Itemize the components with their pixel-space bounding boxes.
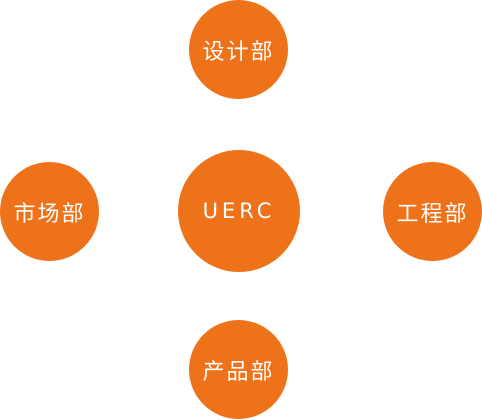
node-design-department-label: 设计部 — [202, 39, 275, 65]
node-marketing-department: 市场部 — [0, 162, 99, 261]
node-center-label: UERC — [202, 199, 276, 223]
node-product-department-label: 产品部 — [202, 359, 275, 385]
node-center-uerc: UERC — [178, 150, 300, 272]
node-engineering-department: 工程部 — [383, 162, 482, 261]
node-design-department: 设计部 — [189, 0, 288, 99]
node-marketing-department-label: 市场部 — [13, 201, 86, 227]
node-product-department: 产品部 — [189, 320, 288, 419]
node-engineering-department-label: 工程部 — [396, 201, 469, 227]
